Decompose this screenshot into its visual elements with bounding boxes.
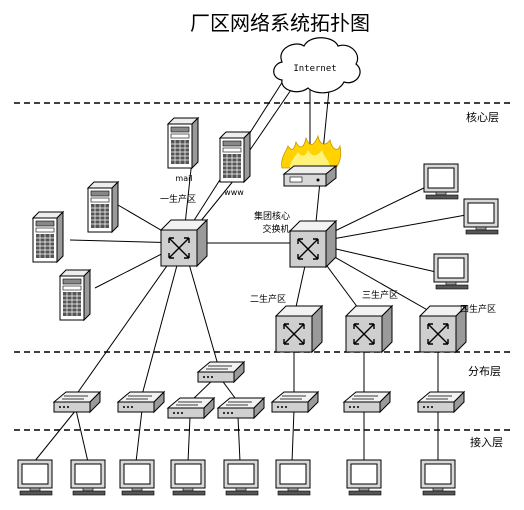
access-pc-5 <box>223 459 259 496</box>
zone3-switch <box>345 305 393 353</box>
server-left-2 <box>32 211 64 263</box>
distribution-layer-label: 分布层 <box>468 365 501 378</box>
access-pc-7 <box>346 459 382 496</box>
access-switch-1 <box>53 391 101 413</box>
server-left-3 <box>59 269 91 321</box>
access-switch-5 <box>271 391 319 413</box>
zone1-label: 一生产区 <box>160 193 196 205</box>
zone3-label: 三生产区 <box>362 289 398 301</box>
access-pc-6 <box>275 459 311 496</box>
internet-label: Internet <box>293 64 336 74</box>
access-pc-2 <box>70 459 106 496</box>
distribution-hub <box>197 361 245 383</box>
mail-server-label: mail <box>175 174 192 183</box>
core-pc-3 <box>433 253 469 290</box>
core-switch-label-1: 集团核心 <box>254 210 290 222</box>
diagram-title: 厂区网络系统拓扑图 <box>190 11 370 35</box>
access-pc-1 <box>17 459 53 496</box>
access-layer-label: 接入层 <box>470 436 503 449</box>
core-layer-label: 核心层 <box>466 110 499 124</box>
firewall <box>281 134 342 187</box>
group-core-switch <box>289 220 337 268</box>
access-switch-7 <box>417 391 465 413</box>
internet-cloud: Internet <box>273 37 361 94</box>
access-switch-4 <box>217 397 265 419</box>
zone4-label: 四生产区 <box>460 303 496 315</box>
www-server <box>219 131 251 183</box>
zone1-core-switch <box>160 219 208 267</box>
mail-server <box>167 117 199 169</box>
zone2-label: 二生产区 <box>250 293 286 305</box>
access-switch-2 <box>117 391 165 413</box>
core-switch-label-2: 交换机 <box>262 223 289 235</box>
access-switch-3 <box>167 397 215 419</box>
server-left-1 <box>87 181 119 233</box>
access-switch-6 <box>343 391 391 413</box>
access-pc-3 <box>119 459 155 496</box>
core-pc-1 <box>423 163 459 200</box>
www-server-label: www <box>224 188 244 197</box>
access-pc-4 <box>170 459 206 496</box>
zone2-switch <box>275 305 323 353</box>
access-pc-8 <box>420 459 456 496</box>
core-pc-2 <box>463 198 499 235</box>
